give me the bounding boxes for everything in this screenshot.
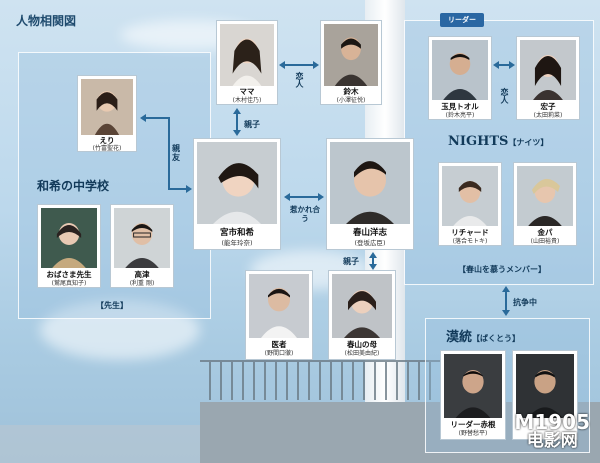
tamami-hiroko-arrow bbox=[496, 64, 512, 66]
watermark-logo: M1905 电影网 bbox=[514, 410, 590, 452]
hikare-label: 惹かれ合う bbox=[290, 205, 320, 223]
mama-kazuki-arrow bbox=[236, 112, 238, 134]
haruyama-haha-arrow bbox=[372, 256, 374, 266]
person-card-isha: 医者 (野間口徹) bbox=[245, 270, 313, 360]
nights-note: 【春山を慕うメンバー】 bbox=[458, 265, 546, 274]
person-card-akane: リーダー赤根 (野替愁平) bbox=[440, 350, 506, 440]
kinpa-photo bbox=[517, 166, 573, 226]
person-card-tamami: 玉見トオル (鈴木亮平) bbox=[428, 36, 492, 120]
person-card-richard: リチャード (落合モトキ) bbox=[438, 162, 502, 246]
oyako-label-2: 親子 bbox=[343, 257, 359, 266]
diagram-title: 人物相関図 bbox=[16, 14, 77, 28]
koibito-label-2: 恋人 bbox=[500, 88, 509, 104]
person-card-suzuki: 鈴木 (小澤征悦) bbox=[320, 20, 382, 105]
kazuki-photo bbox=[197, 142, 277, 224]
person-card-haruyama: 春山洋志 (登坂広臣) bbox=[326, 138, 414, 250]
kazuki-haruyama-arrow bbox=[287, 196, 321, 198]
person-card-obasama: おばさま先生 (鷲尾真知子) bbox=[37, 204, 101, 288]
hiroko-photo bbox=[520, 40, 576, 100]
person-card-takatsu: 高津 (利重 剛) bbox=[110, 204, 174, 288]
haha-photo bbox=[332, 274, 392, 338]
mama-photo bbox=[220, 24, 274, 86]
richard-photo bbox=[442, 166, 498, 226]
person-card-haha: 春山の母 (松田美由紀) bbox=[328, 270, 396, 360]
oyako-label-1: 親子 bbox=[244, 120, 260, 129]
koibito-label-1: 恋人 bbox=[295, 72, 304, 88]
takatsu-photo bbox=[114, 208, 170, 268]
person-card-eri: えり (竹富聖花) bbox=[77, 75, 137, 152]
kousou-label: 抗争中 bbox=[513, 298, 537, 307]
school-label: 和希の中学校 bbox=[37, 179, 110, 193]
bakuto-label: 漠統【ばくとう】 bbox=[446, 330, 521, 345]
eri-photo bbox=[81, 79, 133, 135]
suzuki-photo bbox=[324, 24, 378, 86]
teachers-note: 【先生】 bbox=[96, 301, 128, 310]
obasama-photo bbox=[41, 208, 97, 268]
shinyu-line bbox=[168, 117, 170, 189]
bakuto-member-photo bbox=[516, 354, 574, 418]
haruyama-photo bbox=[330, 142, 410, 224]
person-card-bakuto-member bbox=[512, 350, 578, 440]
person-card-kazuki: 宮市和希 (能年玲奈) bbox=[193, 138, 281, 250]
tamami-photo bbox=[432, 40, 488, 100]
kousou-arrow bbox=[505, 290, 507, 314]
person-card-hiroko: 宏子 (太田莉菜) bbox=[516, 36, 580, 120]
nights-label: NIGHTS【ナイツ】 bbox=[448, 134, 549, 149]
person-card-kinpa: 金パ (山田裕貴) bbox=[513, 162, 577, 246]
shinyu-label: 親友 bbox=[172, 144, 180, 162]
leader-badge: リーダー bbox=[440, 13, 484, 27]
person-card-mama: ママ (木村佳乃) bbox=[216, 20, 278, 105]
akane-photo bbox=[444, 354, 502, 418]
fence bbox=[200, 360, 440, 400]
mama-suzuki-arrow bbox=[282, 64, 316, 66]
isha-photo bbox=[249, 274, 309, 338]
